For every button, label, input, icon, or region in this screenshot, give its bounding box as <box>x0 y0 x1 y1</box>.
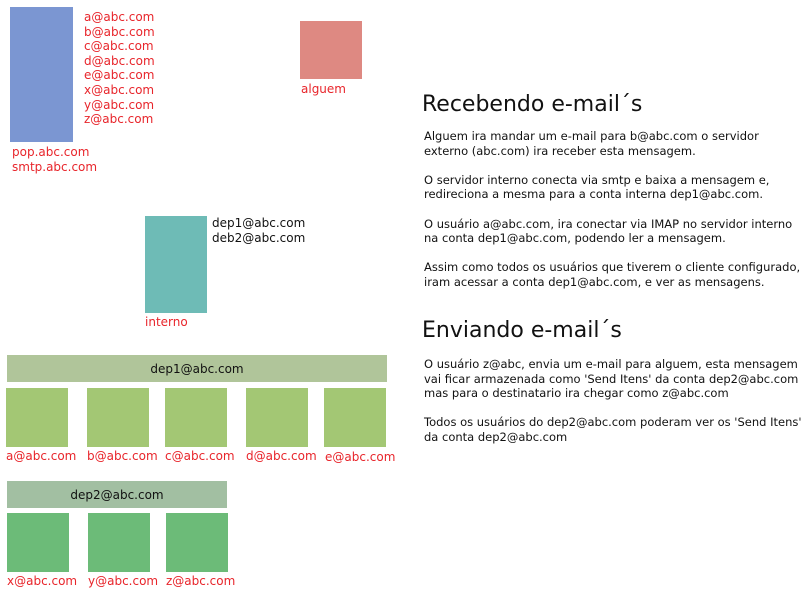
dep1-user-box <box>6 388 68 447</box>
sender-label: alguem <box>301 82 346 96</box>
internal-label: interno <box>145 315 188 329</box>
internal-account: dep1@abc.com <box>212 216 306 230</box>
external-account: e@abc.com <box>84 68 155 83</box>
external-account: x@abc.com <box>84 82 155 97</box>
receiving-paragraph: Assim como todos os usuários que tiverem… <box>424 260 801 289</box>
dep2-user-label: y@abc.com <box>88 574 159 588</box>
dep2-user-label: z@abc.com <box>166 574 236 588</box>
dep1-user-label: b@abc.com <box>87 449 158 463</box>
external-account: z@abc.com <box>84 112 154 127</box>
external-host-pop: pop.abc.com <box>12 145 90 159</box>
receiving-heading: Recebendo e-mail´s <box>422 92 643 117</box>
sending-text: O usuário z@abc, envia um e-mail para al… <box>424 357 802 459</box>
external-account: c@abc.com <box>84 39 154 54</box>
external-account: a@abc.com <box>84 10 155 24</box>
receiving-paragraph: Alguem ira mandar um e-mail para b@abc.c… <box>424 129 759 158</box>
sender-box <box>300 21 362 79</box>
dep2-user-label: x@abc.com <box>7 574 78 588</box>
external-account: y@abc.com <box>84 97 155 112</box>
dep1-user-label: d@abc.com <box>246 449 317 463</box>
internal-server-box <box>145 216 207 313</box>
dep1-bar: dep1@abc.com <box>7 355 387 382</box>
sending-paragraph: Todos os usuários do dep2@abc.com podera… <box>424 415 802 444</box>
dep1-user-label: c@abc.com <box>165 449 235 463</box>
internal-account: deb2@abc.com <box>212 230 306 245</box>
receiving-paragraph: O usuário a@abc.com, ira conectar via IM… <box>424 216 793 246</box>
dep1-user-box <box>87 388 149 447</box>
internal-accounts-list: dep1@abc.com deb2@abc.com <box>212 216 305 245</box>
dep1-user-box <box>324 388 386 447</box>
dep1-user-box <box>246 388 308 447</box>
sending-paragraph: O usuário z@abc, envia um e-mail para al… <box>424 357 799 401</box>
dep1-user-label: a@abc.com <box>6 449 77 463</box>
external-hosts-list: pop.abc.com smtp.abc.com <box>12 145 97 174</box>
dep2-user-box <box>88 513 150 572</box>
external-server-box <box>10 7 73 142</box>
dep1-user-box <box>165 388 227 447</box>
external-account: b@abc.com <box>84 24 155 39</box>
external-host-smtp: smtp.abc.com <box>12 159 98 174</box>
dep1-user-label: e@abc.com <box>325 450 396 464</box>
dep2-user-box <box>166 513 228 572</box>
dep2-bar: dep2@abc.com <box>7 481 227 508</box>
receiving-text: Alguem ira mandar um e-mail para b@abc.c… <box>424 129 800 304</box>
external-accounts-list: a@abc.com b@abc.com c@abc.com d@abc.com … <box>84 10 155 127</box>
dep2-user-box <box>7 513 69 572</box>
external-account: d@abc.com <box>84 53 155 68</box>
sending-heading: Enviando e-mail´s <box>422 318 622 343</box>
receiving-paragraph: O servidor interno conecta via smtp e ba… <box>424 172 770 202</box>
